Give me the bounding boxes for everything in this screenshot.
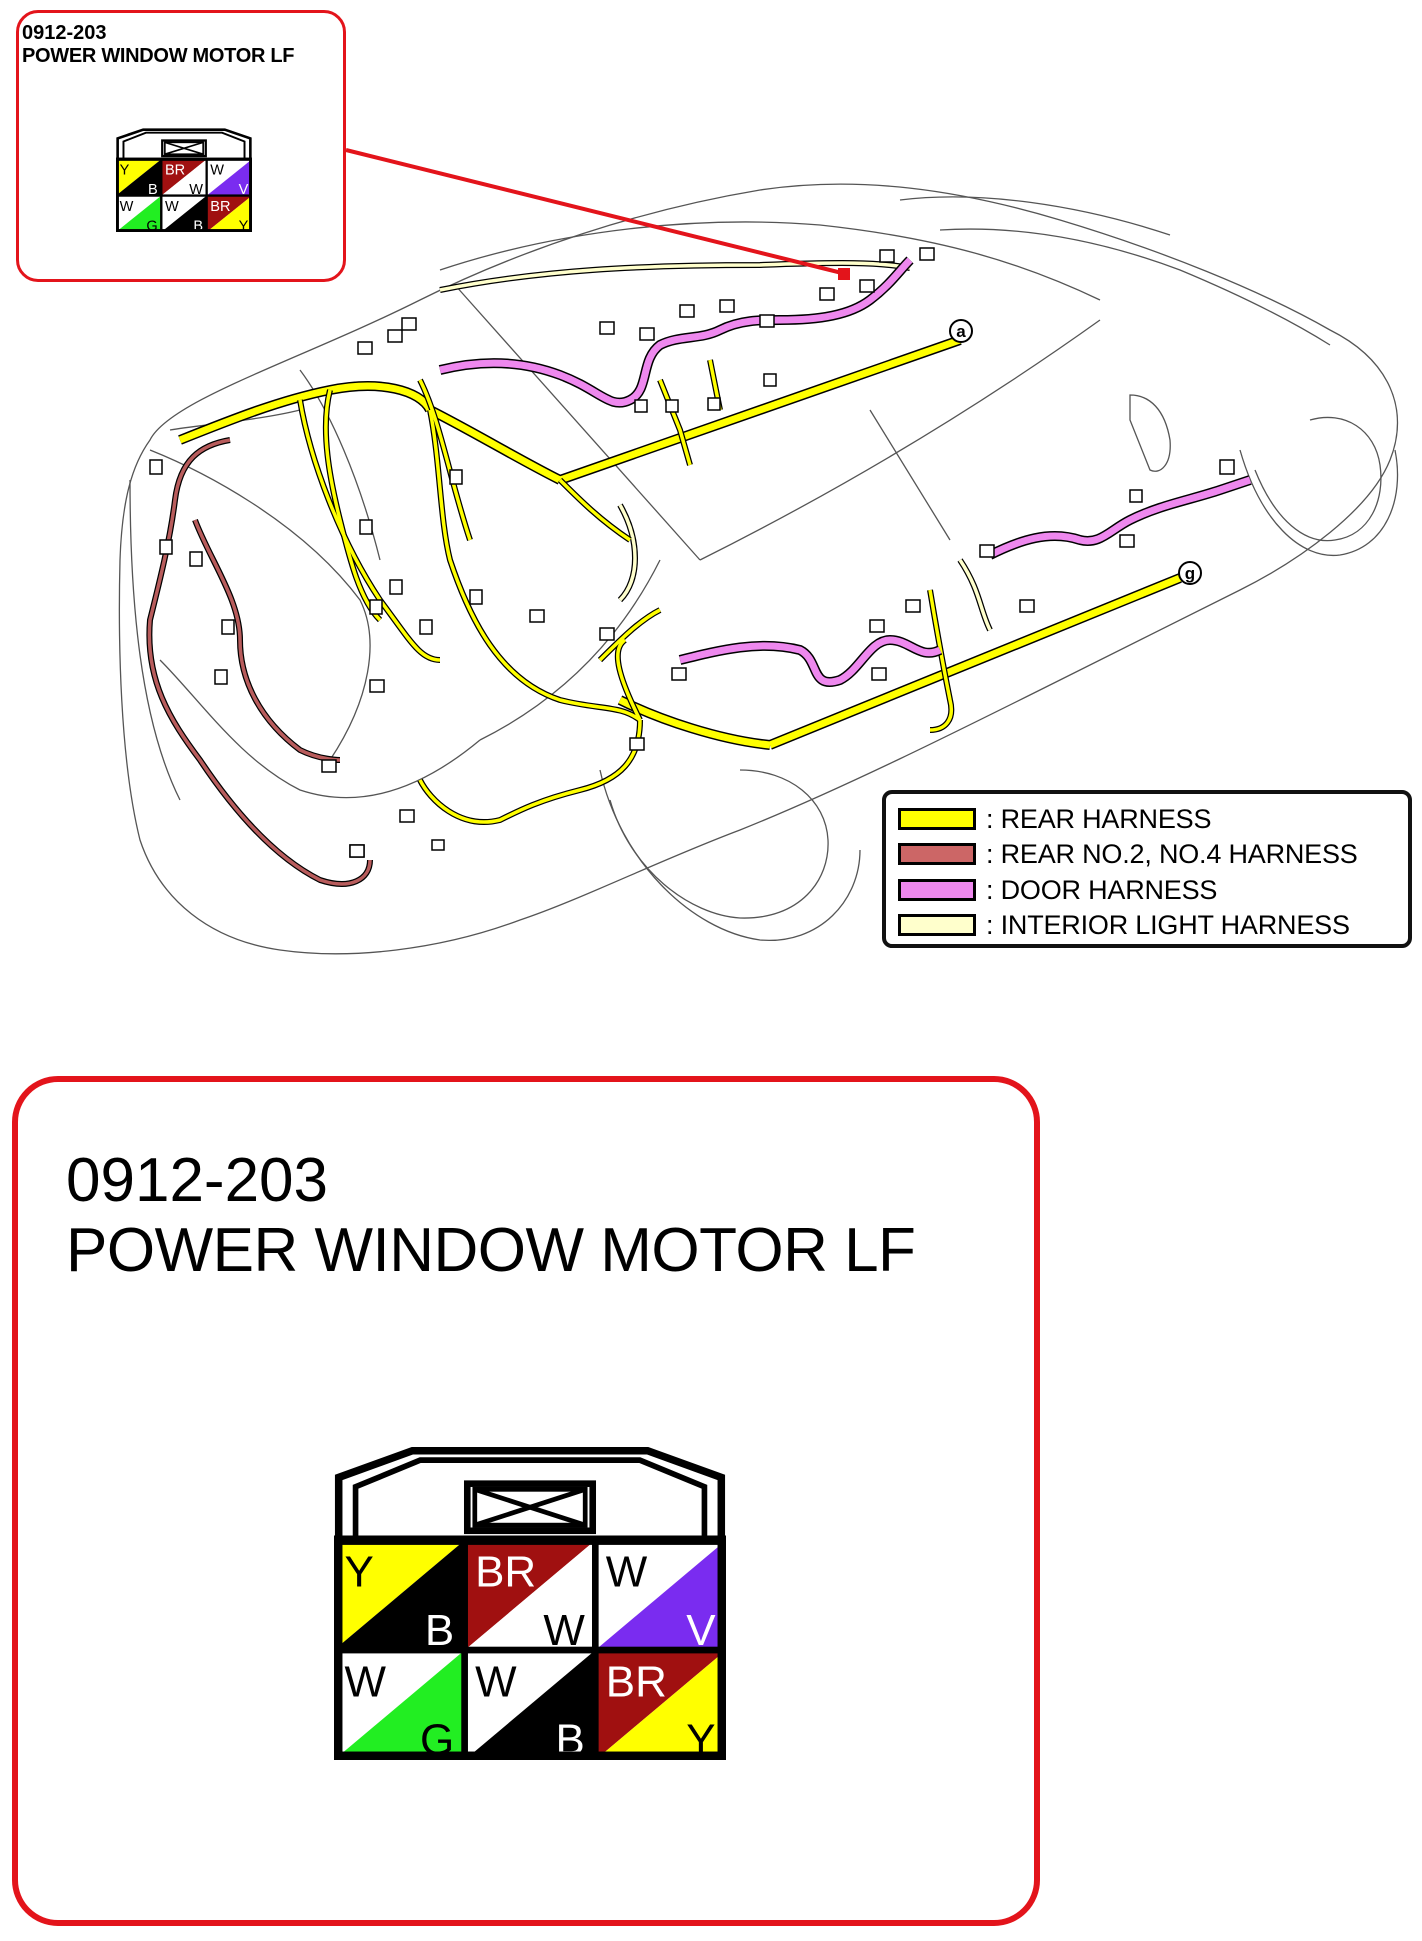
- callout-connector-terminal-bottom-label: W: [189, 182, 203, 198]
- marker-a: a: [949, 319, 973, 343]
- car-body-outline: [118, 183, 1399, 955]
- detail-connector-terminal-top-label: W: [475, 1657, 517, 1706]
- rear-no2-no4-harness: [146, 437, 373, 887]
- legend-label: : REAR NO.2, NO.4 HARNESS: [986, 838, 1358, 869]
- callout-connector-terminal-bottom-color: [206, 195, 252, 232]
- detail-connector-terminal-bottom-label: W: [543, 1606, 585, 1655]
- callout-connector-outline: [116, 157, 252, 232]
- legend-swatch: [898, 843, 976, 865]
- callout-connector-terminal-bottom-label: B: [148, 182, 158, 198]
- callout-connector-name: POWER WINDOW MOTOR LF: [22, 45, 295, 67]
- detail-connector-terminal-top-label: Y: [344, 1547, 373, 1596]
- callout-connector-terminal-top-label: W: [120, 199, 134, 215]
- legend-label: : DOOR HARNESS: [986, 874, 1218, 905]
- legend-swatch: [898, 914, 976, 936]
- callout-connector-lock-cross: [164, 141, 204, 155]
- detail-connector-terminal-bottom-color: [595, 1650, 726, 1760]
- callout-leader-line: [345, 148, 847, 276]
- legend-item-rear-no2-no4-harness: : REAR NO.2, NO.4 HARNESS: [898, 839, 1358, 869]
- legend-swatch: [898, 808, 976, 830]
- callout-connector-terminal-bottom-label: B: [193, 218, 203, 232]
- marker-a-label: a: [956, 322, 966, 341]
- detail-connector-terminal-bottom-color: [464, 1540, 596, 1651]
- detail-connector-terminal-top-label: BR: [606, 1657, 667, 1706]
- callout-connector-terminal-top-color: [116, 195, 162, 232]
- detail-connector-terminal-top-label: BR: [475, 1547, 536, 1596]
- callout-connector-terminal-bottom-label: V: [239, 182, 249, 198]
- callout-connector-terminal-top-label: BR: [210, 199, 230, 215]
- callout-connector-terminal-top-label: W: [165, 199, 179, 215]
- legend-label: : REAR HARNESS: [986, 803, 1212, 834]
- detail-connector-terminal-top-label: W: [606, 1547, 648, 1596]
- callout-connector-terminal-bottom-label: Y: [239, 218, 249, 232]
- detail-connector-terminal-bottom-color: [334, 1540, 465, 1651]
- callout-connector-code: 0912-203: [22, 22, 107, 44]
- legend-item-rear-harness: : REAR HARNESS: [898, 804, 1211, 834]
- legend-item-door-harness: : DOOR HARNESS: [898, 875, 1217, 905]
- callout-connector-lock-inner: [164, 141, 204, 156]
- detail-connector-terminal-cell: [592, 1646, 726, 1760]
- detail-connector-hood-inner: [352, 1457, 708, 1541]
- detail-connector-terminal-top-label: W: [344, 1657, 386, 1706]
- detail-connector-terminal-bottom-color: [334, 1650, 465, 1760]
- callout-connector-terminal-top-label: BR: [165, 162, 185, 178]
- detail-connector-lock-inner: [472, 1486, 588, 1528]
- callout-connector-hood-inner: [122, 131, 246, 160]
- callout-connector-terminal-bottom-color: [161, 195, 207, 232]
- legend-swatch: [898, 879, 976, 901]
- door-harness: [438, 256, 1252, 687]
- harness-legend: : REAR HARNESS : REAR NO.2, NO.4 HARNESS…: [882, 790, 1412, 948]
- marker-g: g: [1178, 561, 1202, 585]
- detail-connector-terminal-top-color: [464, 1650, 596, 1760]
- detail-connector-name: POWER WINDOW MOTOR LF: [66, 1216, 916, 1285]
- marker-g-label: g: [1185, 564, 1195, 583]
- callout-connector-terminal-top-label: Y: [120, 162, 130, 178]
- detail-connector-outline: [334, 1535, 726, 1760]
- harness-connectors: [149, 247, 1235, 858]
- detail-connector-terminal-bottom-label: B: [425, 1606, 454, 1655]
- detail-connector-terminal-top-color: [595, 1540, 726, 1651]
- detail-connector-code: 0912-203: [66, 1146, 329, 1215]
- detail-connector-lock-cross: [474, 1487, 586, 1528]
- connector-location-marker: [838, 268, 850, 280]
- callout-connector-terminal-bottom-label: G: [146, 218, 157, 232]
- interior-light-harness: [439, 260, 993, 632]
- detail-connector-terminal-bottom-color: [595, 1540, 726, 1651]
- rear-harness: [178, 335, 1182, 825]
- callout-connector-terminal-top-label: W: [210, 162, 224, 178]
- legend-item-interior-light-harness: : INTERIOR LIGHT HARNESS: [898, 910, 1350, 940]
- car-wiring-diagram: a g: [118, 148, 1399, 955]
- legend-label: : INTERIOR LIGHT HARNESS: [986, 909, 1350, 940]
- detail-connector-terminal-bottom-label: V: [686, 1606, 716, 1655]
